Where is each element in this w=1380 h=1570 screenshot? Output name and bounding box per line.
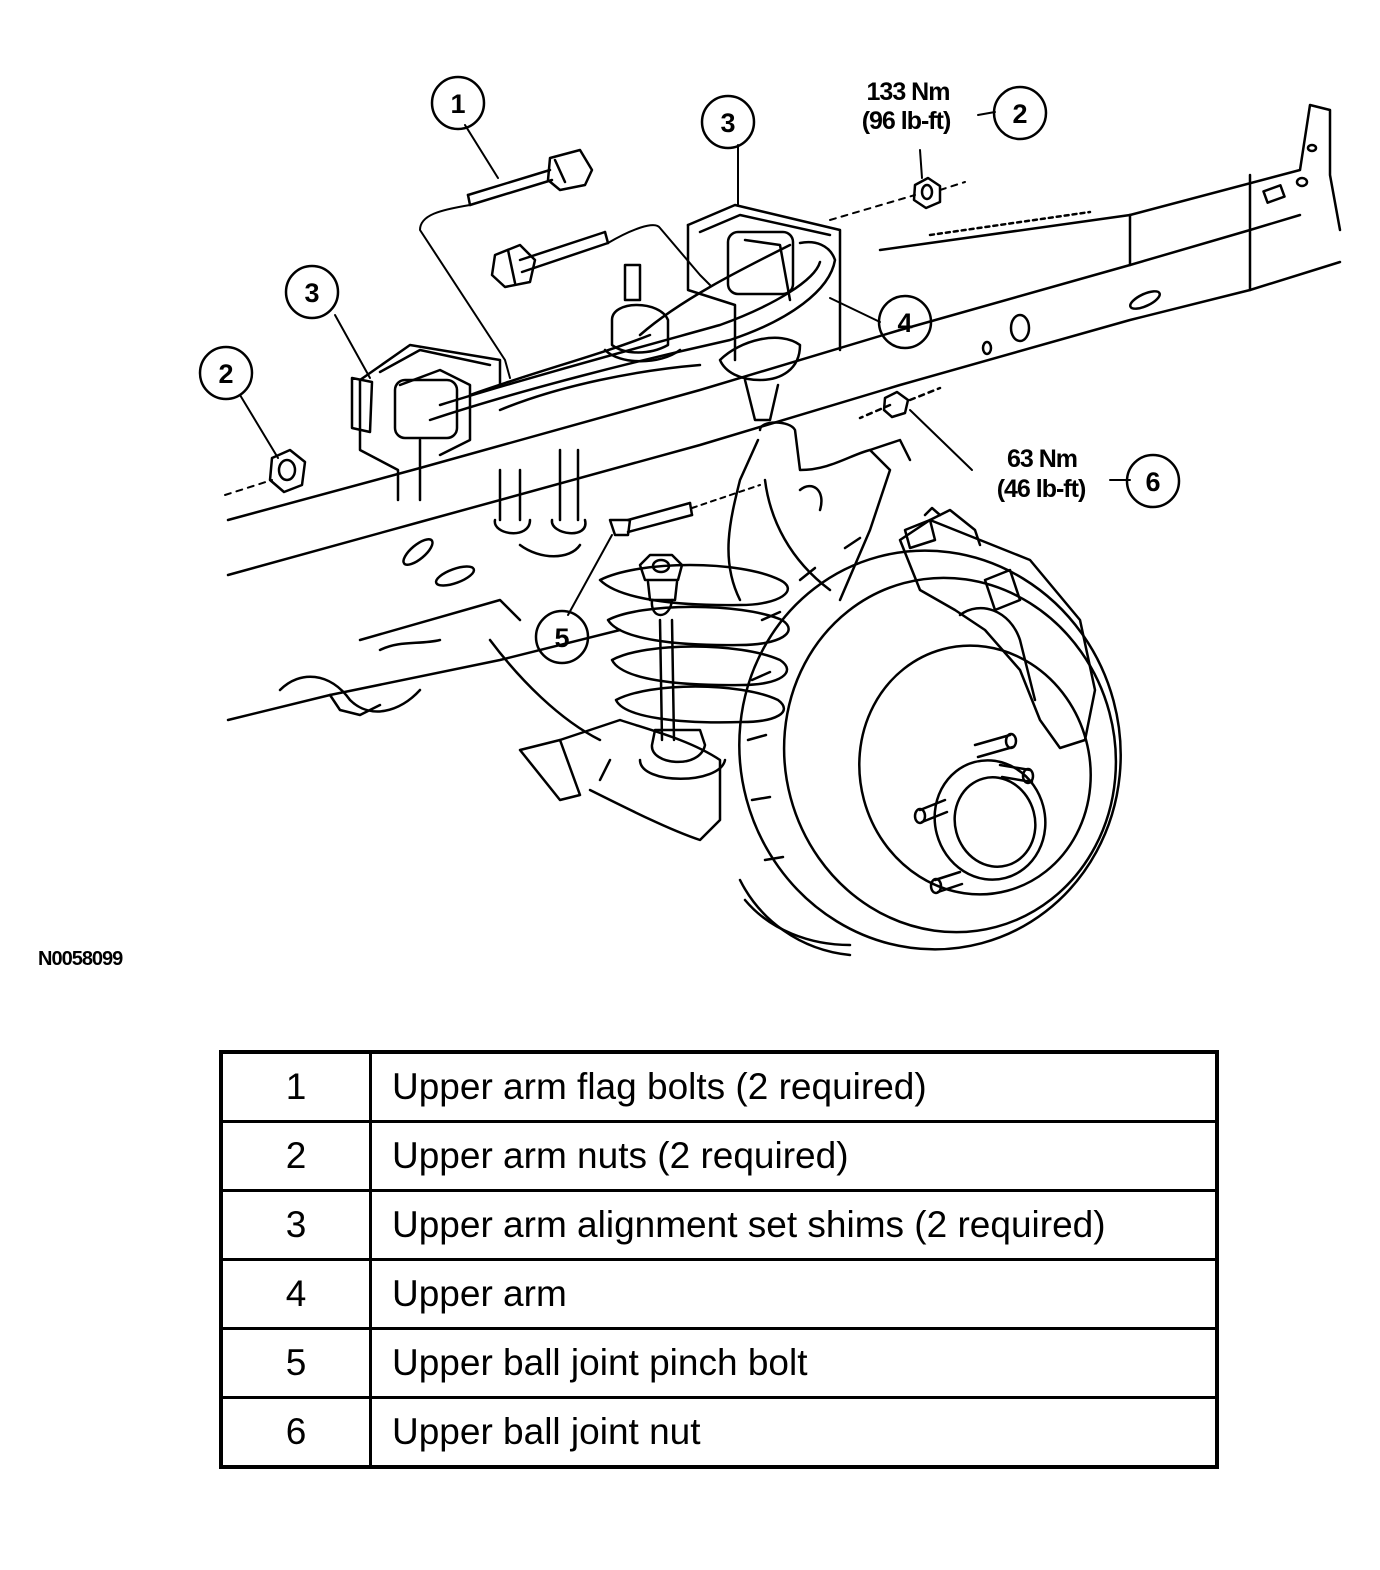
bolt-path-rear — [607, 224, 711, 286]
steering-knuckle — [727, 421, 912, 602]
figure-id: N0058099 — [38, 948, 123, 970]
callout-number-6: 6 — [1145, 467, 1160, 497]
table-row: 4 Upper arm — [219, 1258, 1219, 1330]
legend-number: 3 — [219, 1189, 372, 1261]
front-pivot-bracket — [350, 343, 502, 502]
rear-pivot-bracket — [686, 203, 842, 362]
brake-caliper — [898, 506, 1097, 750]
callout-circle-3-left — [284, 264, 340, 320]
table-row: 3 Upper arm alignment set shims (2 requi… — [219, 1189, 1219, 1261]
pinch-bolt — [608, 484, 761, 537]
sway-bar-links — [493, 448, 587, 558]
nut-front-axis — [224, 479, 273, 496]
leader-lines — [239, 111, 1131, 616]
callout-number-2-left: 2 — [218, 359, 233, 389]
legend-table: 1 Upper arm flag bolts (2 required) 2 Up… — [219, 1050, 1219, 1469]
wheel-hub — [913, 732, 1047, 895]
shock-absorber — [638, 553, 727, 780]
coil-spring — [598, 563, 790, 724]
callout-circle-1 — [430, 75, 486, 131]
legend-description: Upper arm nuts (2 required) — [369, 1120, 1219, 1192]
table-row: 1 Upper arm flag bolts (2 required) — [219, 1050, 1219, 1123]
upper-control-arm — [428, 241, 837, 422]
lower-control-arm — [488, 638, 722, 842]
legend-description: Upper arm flag bolts (2 required) — [369, 1050, 1219, 1123]
bolt-path-front — [419, 204, 511, 379]
table-row: 2 Upper arm nuts (2 required) — [219, 1120, 1219, 1192]
nut-rear-axis — [829, 194, 916, 221]
legend-number: 1 — [219, 1050, 372, 1123]
callout-number-5: 5 — [554, 623, 569, 653]
callout-number-3-left: 3 — [304, 278, 319, 308]
torque-label-lbft-2: (96 lb-ft) — [862, 107, 951, 135]
callout-circle-2-top — [992, 85, 1048, 141]
frame-rail — [226, 103, 1342, 722]
flag-bolt-upper — [466, 148, 594, 207]
legend-description: Upper arm — [369, 1258, 1219, 1330]
ball-joint — [603, 263, 942, 420]
legend-number: 4 — [219, 1258, 372, 1330]
table-row: 5 Upper ball joint pinch bolt — [219, 1327, 1219, 1399]
legend-description: Upper ball joint pinch bolt — [369, 1327, 1219, 1399]
nut-front — [268, 448, 307, 494]
torque-label-nm-6: 63 Nm — [1007, 445, 1077, 473]
callout-circle-5 — [534, 609, 590, 665]
callout-circle-3-top — [700, 94, 756, 150]
callout-number-3-top: 3 — [720, 108, 735, 138]
torque-label-nm-2: 133 Nm — [867, 78, 950, 106]
callout-number-2-top: 2 — [1012, 99, 1027, 129]
legend-number: 5 — [219, 1327, 372, 1399]
torque-label-lbft-6: (46 lb-ft) — [997, 475, 1086, 503]
callout-circle-6 — [1125, 453, 1181, 509]
brake-rotor — [738, 536, 1122, 957]
callout-circle-4 — [877, 294, 933, 350]
nut-rear-axis-2 — [939, 181, 966, 191]
flag-bolt-lower — [490, 230, 610, 289]
legend-description: Upper arm alignment set shims (2 require… — [369, 1189, 1219, 1261]
callout-circle-2-left — [198, 345, 254, 401]
nut-rear — [912, 176, 942, 210]
legend-description: Upper ball joint nut — [369, 1396, 1219, 1469]
table-row: 6 Upper ball joint nut — [219, 1396, 1219, 1469]
legend-number: 6 — [219, 1396, 372, 1469]
suspension-illustration: 1 2 3 3 2 4 6 5 133 Nm (96 lb-ft) 63 Nm … — [198, 75, 1342, 957]
callout-number-1: 1 — [450, 89, 465, 119]
callout-number-4: 4 — [897, 308, 912, 338]
legend-number: 2 — [219, 1120, 372, 1192]
